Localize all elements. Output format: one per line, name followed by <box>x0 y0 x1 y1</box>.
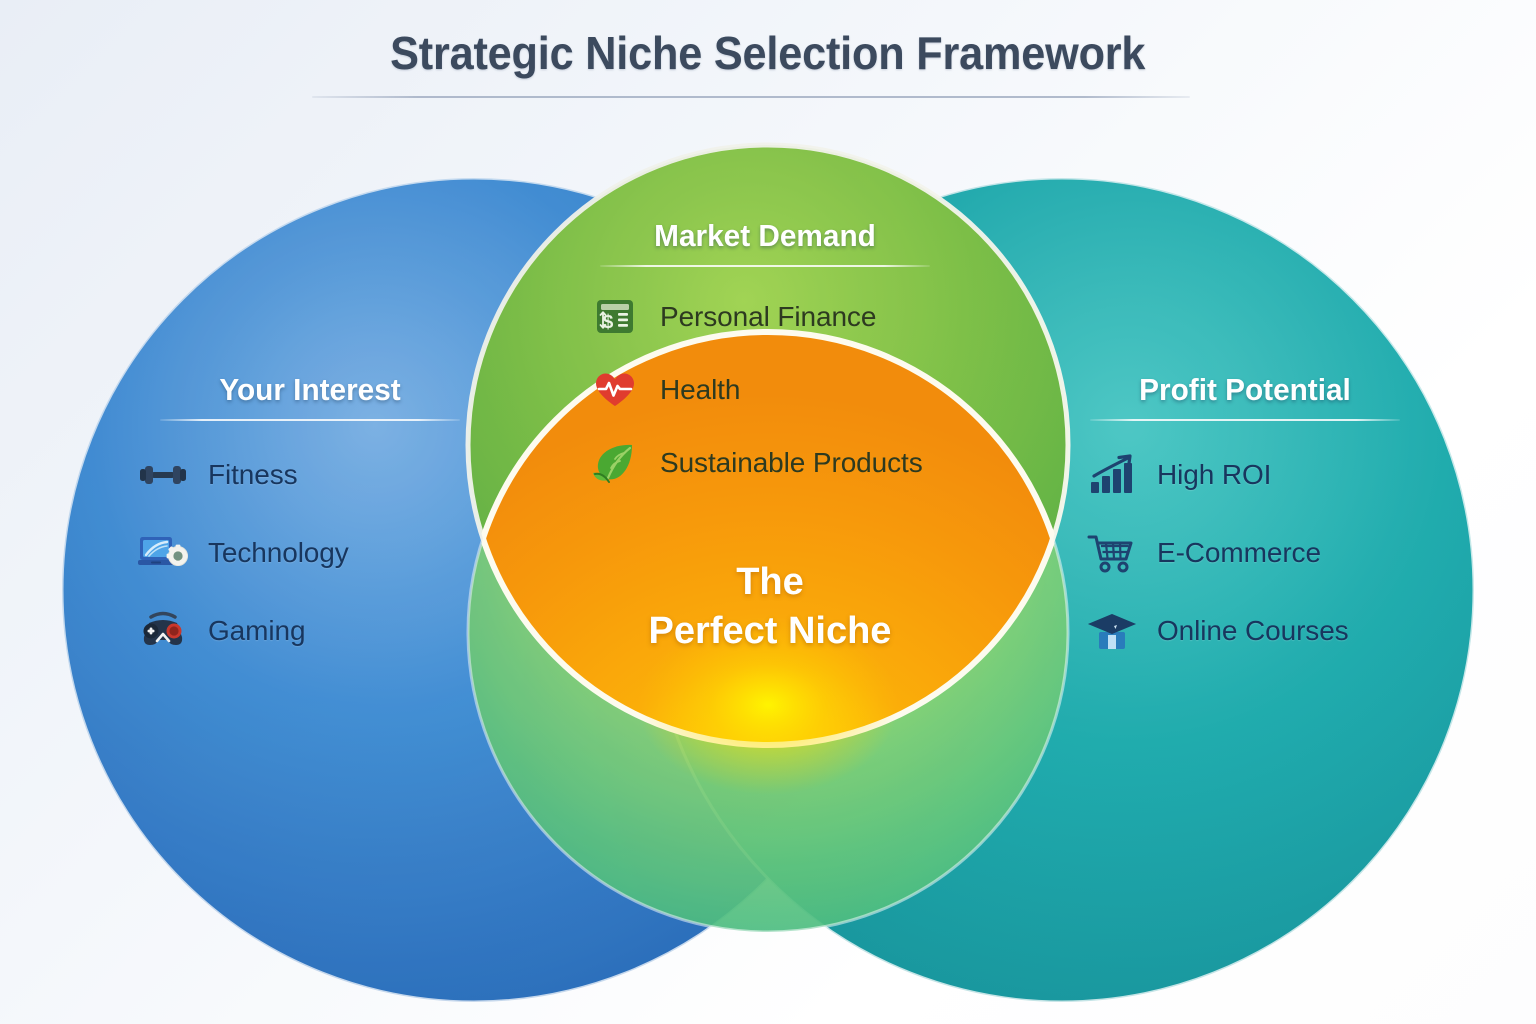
panel-title-divider <box>600 265 930 267</box>
panel-title-divider <box>1090 419 1400 421</box>
shopping-cart-icon <box>1085 529 1139 577</box>
perfect-niche-region <box>468 329 1068 795</box>
list-item-label: Technology <box>208 537 349 568</box>
panel-your-interest: Your Interest Fitness <box>120 372 500 685</box>
gamepad-icon <box>136 607 190 655</box>
list-item[interactable]: $ Personal Finance <box>588 293 970 341</box>
calculator-icon: $ <box>588 293 642 341</box>
panel-profit-potential: Profit Potential High ROI <box>1055 372 1435 685</box>
panel-market-demand: Market Demand $ Personal Finance <box>560 218 970 512</box>
leaf-icon <box>588 439 642 487</box>
list-item-label: Sustainable Products <box>660 447 923 478</box>
list-item-label: E-Commerce <box>1157 537 1321 568</box>
list-item[interactable]: Sustainable Products <box>588 439 970 487</box>
title-divider <box>312 96 1190 98</box>
page-title-container: Strategic Niche Selection Framework <box>0 26 1536 80</box>
page-title: Strategic Niche Selection Framework <box>390 27 1146 79</box>
list-item[interactable]: High ROI <box>1085 451 1435 499</box>
svg-text:$: $ <box>603 312 614 333</box>
panel-title-profit-potential: Profit Potential <box>1139 372 1351 407</box>
list-item[interactable]: Online Courses <box>1085 607 1435 655</box>
panel-title-divider <box>160 419 460 421</box>
list-item[interactable]: Fitness <box>136 451 500 499</box>
list-item-label: Health <box>660 374 741 405</box>
heart-pulse-icon <box>588 366 642 414</box>
graduation-cap-icon <box>1085 607 1139 655</box>
item-list-your-interest: Fitness <box>136 451 500 655</box>
list-item[interactable]: E-Commerce <box>1085 529 1435 577</box>
panel-title-market-demand: Market Demand <box>654 218 876 253</box>
item-list-market-demand: $ Personal Finance Health <box>588 293 970 487</box>
list-item[interactable]: Health <box>588 366 970 414</box>
list-item-label: Personal Finance <box>660 301 877 332</box>
list-item-label: Gaming <box>208 615 306 646</box>
list-item-label: Fitness <box>208 459 298 490</box>
bar-chart-arrow-icon <box>1085 451 1139 499</box>
laptop-gear-icon <box>136 529 190 577</box>
list-item-label: High ROI <box>1157 459 1272 490</box>
list-item-label: Online Courses <box>1157 615 1349 646</box>
list-item[interactable]: Technology <box>136 529 500 577</box>
item-list-profit-potential: High ROI E-Commerce <box>1085 451 1435 655</box>
list-item[interactable]: Gaming <box>136 607 500 655</box>
dumbbell-icon <box>136 451 190 499</box>
panel-title-your-interest: Your Interest <box>219 372 401 407</box>
